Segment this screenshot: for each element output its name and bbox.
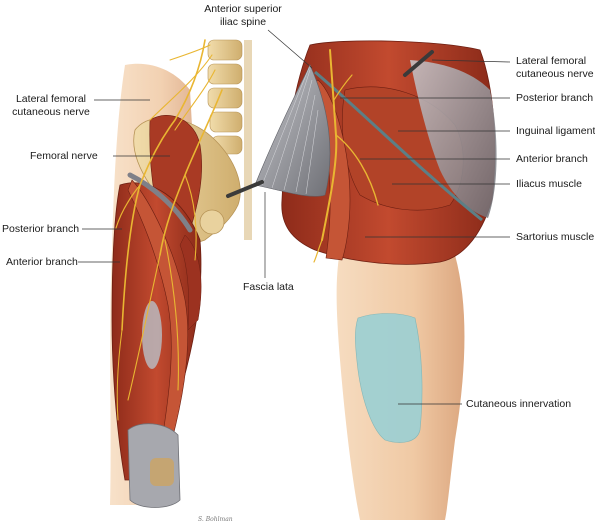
left-vessel	[127, 172, 193, 233]
leader-lines	[78, 29, 511, 405]
label-anterior-branch-right: Anterior branch	[516, 153, 588, 165]
retractor-right	[403, 50, 434, 77]
label-anterior-superior-iliac-spine: Anterior superior iliac spine	[188, 3, 298, 28]
label-inguinal-ligament: Inguinal ligament	[516, 125, 595, 137]
label-lateral-femoral-cutaneous-nerve-left: Lateral femoral cutaneous nerve	[5, 93, 97, 118]
label-fascia-lata: Fascia lata	[243, 281, 294, 293]
label-posterior-branch-left: Posterior branch	[2, 223, 80, 235]
retractor-left	[226, 180, 264, 198]
lumbar-spine	[207, 39, 252, 240]
right-nerves	[313, 49, 379, 263]
label-iliacus-muscle: Iliacus muscle	[516, 178, 582, 190]
label-lfcn-right-line2: cutaneous nerve	[516, 67, 594, 80]
fascia-lata-flap	[254, 64, 331, 197]
right-thigh-figure	[226, 40, 497, 521]
artist-signature: S. Bohlman	[198, 516, 233, 523]
fascia-fibers	[261, 64, 319, 195]
right-fascia-flap	[410, 60, 497, 218]
label-cutaneous-innervation: Cutaneous innervation	[466, 398, 572, 410]
label-asis-line1: Anterior superior	[204, 3, 282, 15]
left-thigh-figure	[110, 39, 252, 508]
label-lfcn-left-line2: cutaneous nerve	[12, 105, 90, 118]
cutaneous-innervation-area	[355, 313, 423, 443]
label-anterior-branch-left: Anterior branch	[6, 256, 78, 268]
left-nerves	[115, 39, 223, 421]
label-lfcn-right-line1: Lateral femoral	[516, 55, 587, 67]
label-femoral-nerve: Femoral nerve	[30, 150, 98, 162]
label-asis-line2: iliac spine	[219, 15, 267, 28]
left-adductor	[179, 234, 202, 331]
left-tendon	[142, 301, 162, 369]
label-posterior-branch-right: Posterior branch	[516, 92, 594, 104]
label-lateral-femoral-cutaneous-nerve-right: Lateral femoral cutaneous nerve	[516, 55, 594, 80]
label-lfcn-left-line1: Lateral femoral	[15, 93, 87, 105]
label-sartorius-muscle: Sartorius muscle	[516, 231, 595, 243]
